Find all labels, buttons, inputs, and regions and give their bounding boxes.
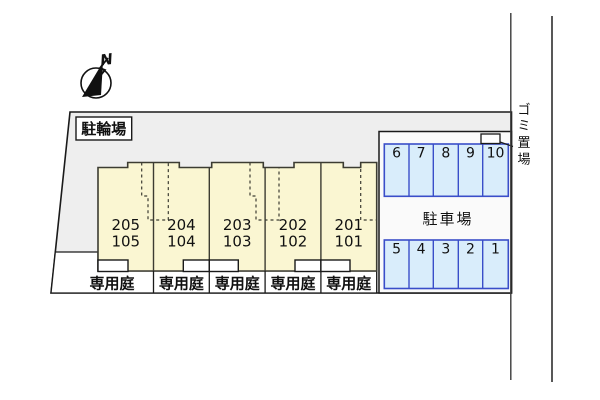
unit-label-upper: 203	[223, 216, 252, 234]
unit-labels: 205 105 204 104 203 103 202 102 201 101	[111, 216, 363, 251]
stall-row-top	[383, 143, 510, 198]
north-compass: N	[80, 50, 114, 99]
unit-label-lower: 103	[223, 233, 252, 251]
terrace	[97, 259, 129, 273]
garbage-label-char: ゴ	[517, 102, 530, 118]
unit-label-lower: 101	[334, 233, 363, 251]
garden-labels: 専用庭 専用庭 専用庭 専用庭 専用庭	[89, 275, 372, 293]
stall-number: 7	[417, 146, 426, 162]
unit-label-lower: 102	[279, 233, 308, 251]
garden-label: 専用庭	[159, 275, 205, 293]
stall-number: 1	[491, 242, 500, 258]
stair-dashed-outline	[360, 163, 377, 221]
compass-circle	[80, 67, 112, 99]
compass-needle-icon	[82, 62, 103, 97]
compass-north-label: N	[99, 50, 114, 70]
unit-label-lower: 104	[167, 233, 196, 251]
unit-label-upper: 202	[279, 216, 308, 234]
bicycle-area-label-box	[75, 116, 133, 141]
unit-label-upper: 201	[334, 216, 363, 234]
garbage-label-char: ミ	[517, 119, 530, 134]
garden-label: 専用庭	[215, 275, 261, 293]
unit-label-upper: 204	[167, 216, 196, 234]
stall-numbers-bottom: 5 4 3 2 1	[392, 242, 500, 258]
stall-number: 4	[417, 242, 426, 258]
bicycle-area-label: 駐輪場	[81, 120, 126, 138]
unit-label-upper: 205	[111, 216, 140, 234]
stall-number: 6	[392, 146, 401, 162]
terrace	[208, 259, 240, 273]
stall-number: 9	[466, 146, 475, 162]
building-outline	[97, 161, 378, 272]
unit-label-lower: 105	[111, 233, 140, 251]
stall-number: 10	[487, 146, 505, 162]
garden-label: 専用庭	[270, 275, 316, 293]
stall-number: 2	[466, 242, 475, 258]
garbage-label-char: 場	[517, 153, 530, 168]
garbage-box	[480, 133, 501, 145]
stall-numbers-top: 6 7 8 9 10	[392, 146, 504, 162]
stall-number: 5	[392, 242, 401, 258]
garden-label: 専用庭	[326, 275, 372, 293]
stall-number: 3	[441, 242, 450, 258]
parking-label: 駐車場	[422, 210, 473, 228]
terrace	[320, 259, 351, 273]
garbage-area-label: ゴ ミ 置 場	[517, 102, 530, 168]
garden-label: 専用庭	[89, 275, 135, 293]
terrace	[182, 259, 211, 273]
stall-number: 8	[441, 146, 450, 162]
garbage-label-char: 置	[517, 136, 530, 151]
compass-zigzag-icon	[95, 57, 109, 82]
terrace	[294, 259, 322, 273]
stall-row-bottom	[383, 239, 510, 290]
